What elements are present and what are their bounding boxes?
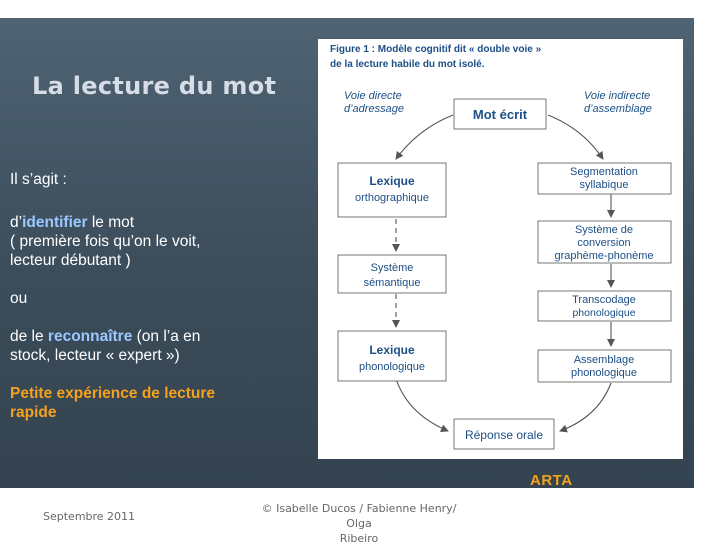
arrow-mot-to-segmentation: [547, 114, 604, 160]
box-mot-ecrit: [453, 98, 547, 130]
node-reponse-orale: Réponse orale: [465, 428, 543, 442]
box-reponse-orale: [453, 418, 555, 450]
footer-authors-line-2: Ribeiro: [339, 532, 379, 545]
identify-detail-1: ( première fois qu’on le voit,: [10, 233, 201, 250]
node-segmentation-1: Segmentation: [570, 166, 638, 178]
experience-line-2: rapide: [10, 404, 57, 421]
diagram-labels: Mot écrit Lexique orthographique Système…: [355, 107, 654, 442]
recognize-detail: stock, lecteur « expert »): [10, 347, 180, 364]
figure-caption-line-2: de la lecture habile du mot isolé.: [330, 59, 485, 70]
indirect-route-label-2: d’assemblage: [584, 103, 652, 115]
node-conversion-3: graphème-phonème: [554, 250, 653, 262]
footer-authors-line-1: © Isabelle Ducos / Fabienne Henry/ Olga: [261, 502, 457, 530]
direct-route-label-1: Voie directe: [344, 90, 402, 102]
arta-credit: ARTA: [530, 472, 573, 488]
footer-authors: © Isabelle Ducos / Fabienne Henry/ Olga …: [248, 501, 470, 546]
node-segmentation-2: syllabique: [580, 179, 629, 191]
slide-title: La lecture du mot: [32, 72, 277, 100]
slide-body-text: Il s’agit : d’identifier le mot ( premiè…: [10, 170, 310, 422]
node-assemblage-2: phonologique: [571, 367, 637, 379]
slide-background: La lecture du mot Il s’agit : d’identifi…: [0, 18, 694, 488]
box-systeme-semantique: [337, 254, 447, 294]
box-lexique-orthographique: [337, 162, 447, 218]
node-conversion-1: Système de: [575, 224, 633, 236]
node-lexique-ortho-1: Lexique: [369, 174, 415, 188]
node-systeme-sem-1: Système: [371, 262, 414, 274]
dual-route-diagram: Figure 1 : Modèle cognitif dit « double …: [330, 44, 672, 450]
box-conversion: [537, 220, 672, 264]
node-transcodage-1: Transcodage: [572, 294, 636, 306]
direct-route-label-2: d’adressage: [344, 103, 404, 115]
figure-caption-line-1: Figure 1 : Modèle cognitif dit « double …: [330, 44, 542, 55]
recognize-keyword: reconnaître: [47, 328, 133, 345]
node-transcodage-2: phonologique: [572, 307, 635, 319]
recognize-line: de le reconnaître (on l’a en: [10, 328, 201, 345]
identify-line: d’identifier le mot: [10, 214, 135, 231]
or-line: ou: [10, 290, 28, 307]
intro-line: Il s’agit :: [10, 171, 67, 188]
box-lexique-phonologique: [337, 330, 447, 382]
node-mot-ecrit: Mot écrit: [473, 107, 528, 122]
node-conversion-2: conversion: [577, 237, 630, 249]
box-transcodage: [537, 290, 672, 322]
arrow-phono-to-reponse: [395, 378, 449, 432]
experience-line-1: Petite expérience de lecture: [10, 385, 216, 402]
node-lexique-ortho-2: orthographique: [355, 192, 429, 204]
diagram-boxes: [337, 98, 672, 450]
box-assemblage: [537, 349, 672, 383]
node-assemblage-1: Assemblage: [574, 354, 635, 366]
indirect-route-label-1: Voie indirecte: [584, 90, 650, 102]
dual-route-figure: Figure 1 : Modèle cognitif dit « double …: [318, 39, 683, 459]
node-lexique-phono-2: phonologique: [359, 361, 425, 373]
identify-detail-2: lecteur débutant ): [10, 252, 131, 269]
identify-keyword: identifier: [22, 214, 88, 231]
box-segmentation: [537, 162, 672, 195]
node-lexique-phono-1: Lexique: [369, 343, 415, 357]
diagram-connectors: [392, 114, 615, 433]
arrow-assemblage-to-reponse: [559, 382, 612, 433]
node-systeme-sem-2: sémantique: [364, 277, 421, 289]
footer-date: Septembre 2011: [43, 510, 136, 523]
arrow-mot-to-lexique-ortho: [395, 114, 454, 160]
